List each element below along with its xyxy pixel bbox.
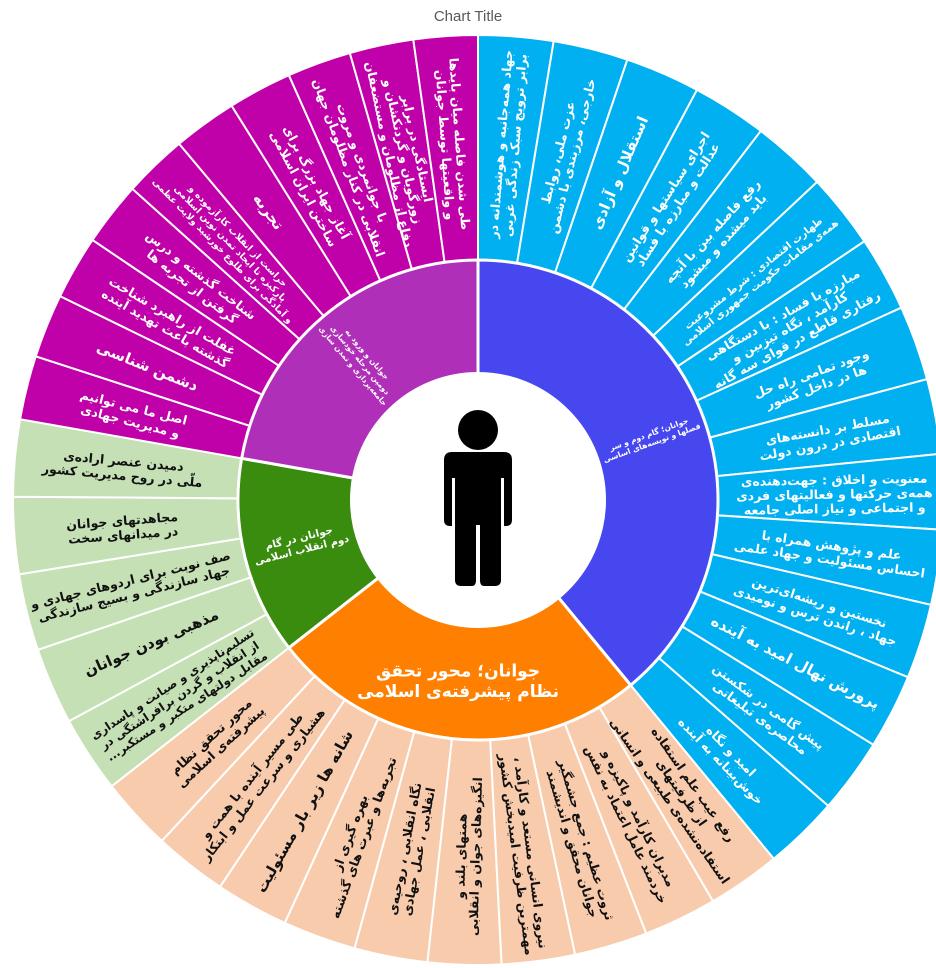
- inner-ring: [236, 258, 720, 742]
- outer-segment-label: معنویت و اخلاق : جهت‌دهنده‌یهمه‌ی حرکتها…: [736, 470, 933, 517]
- person-icon: [444, 410, 512, 586]
- outer-segment-label: همتهای بلند وانگیزه‌های جوان و انقلابی: [451, 777, 485, 937]
- chart-title: Chart Title: [433, 8, 503, 25]
